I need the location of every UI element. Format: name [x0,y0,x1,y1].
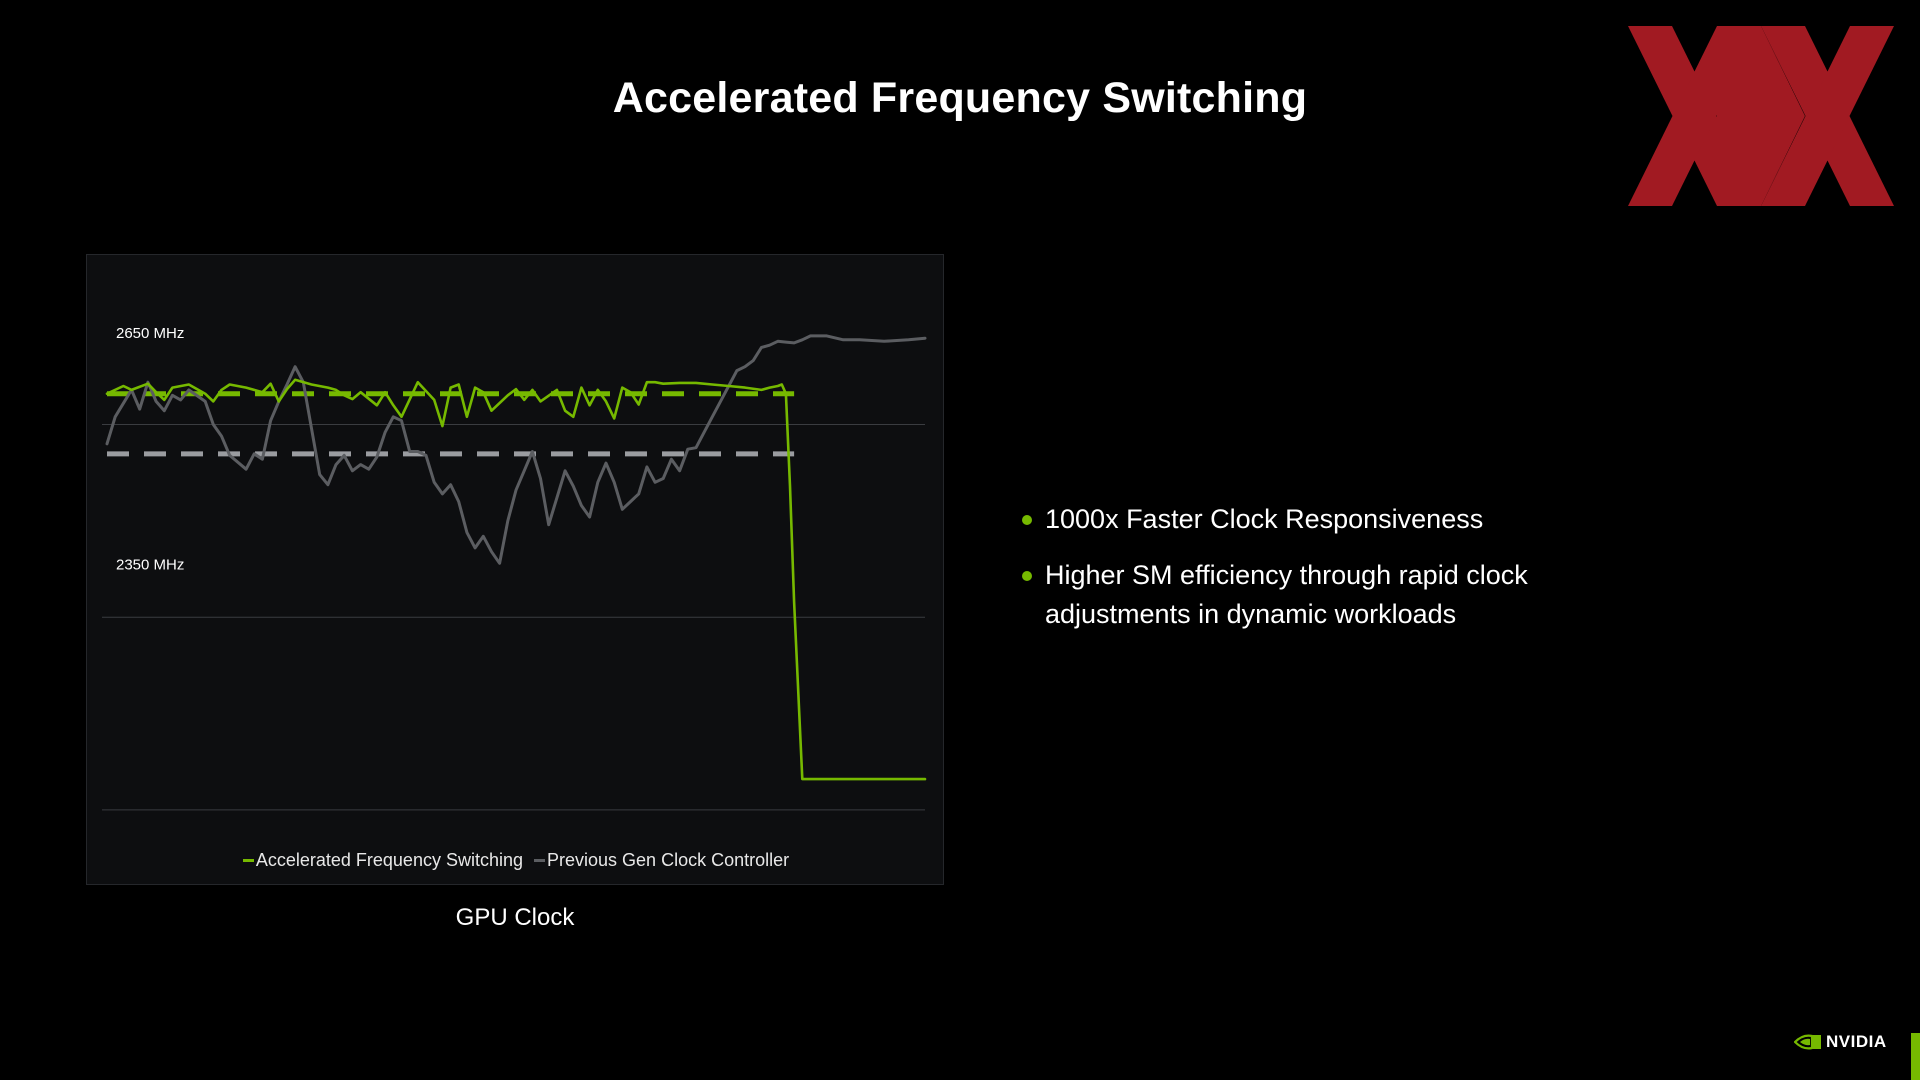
legend-swatch-prev-gen [534,858,546,862]
chart-caption: GPU Clock [455,904,575,931]
bullet-dot-icon [1022,515,1032,525]
legend-item-prev-gen: Previous Gen Clock Controller [534,850,789,870]
chart-legend: Accelerated Frequency Switching Previous… [87,850,945,871]
nvidia-logo: NVIDIA [1794,1030,1887,1054]
chart-plot-area: 2650 MHz 2350 MHz [102,325,927,811]
gpu-clock-chart: 2650 MHz 2350 MHz Accelerated Frequency S… [86,254,944,885]
bullet-list: 1000x Faster Clock Responsiveness Higher… [1022,500,1642,651]
bullet-dot-icon [1022,571,1032,581]
nvidia-eye-icon [1794,1034,1821,1050]
slide-title: Accelerated Frequency Switching [612,74,1308,122]
legend-label-afs: Accelerated Frequency Switching [255,850,523,870]
accent-bar [1911,1033,1920,1080]
series-line-afs [105,378,927,781]
y-annotation-label: 2650 MHz [116,325,184,342]
legend-swatch-afs [242,858,254,862]
nvidia-wordmark: NVIDIA [1826,1032,1887,1051]
legend-label-prev-gen: Previous Gen Clock Controller [547,850,790,870]
bullet-text: Higher SM efficiency through rapid clock… [1045,560,1528,629]
legend-item-afs: Accelerated Frequency Switching [242,850,523,870]
bullet-item: 1000x Faster Clock Responsiveness [1022,500,1642,539]
bullet-text: 1000x Faster Clock Responsiveness [1045,504,1484,534]
y-annotation-label: 2350 MHz [116,556,184,573]
bullet-item: Higher SM efficiency through rapid clock… [1022,556,1642,634]
red-xx-logo-icon [1628,26,1894,206]
series-line-prev-gen [105,334,927,565]
